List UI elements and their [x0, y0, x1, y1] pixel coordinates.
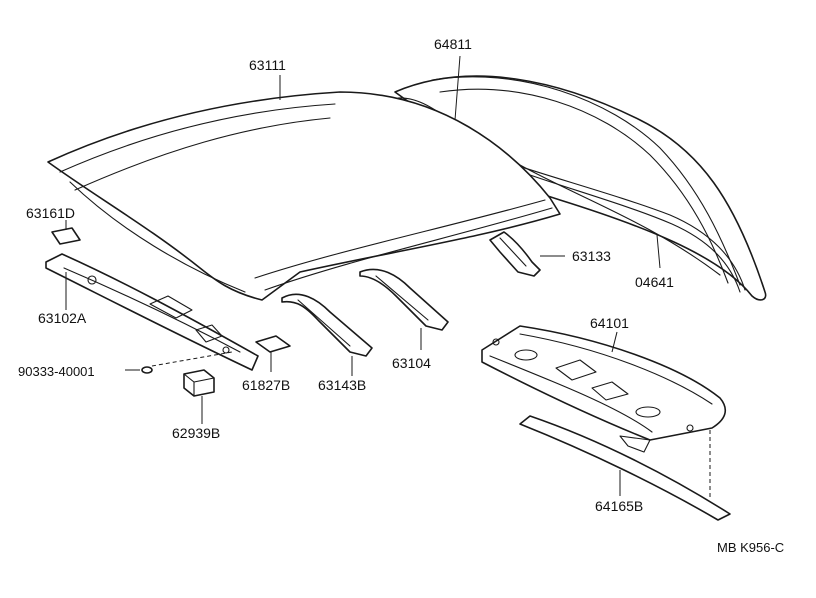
label-61827b: 61827B [242, 377, 290, 393]
label-04641: 04641 [635, 274, 674, 290]
label-64165b: 64165B [595, 498, 643, 514]
silencer-pad [255, 335, 291, 353]
diagram-code: MB K956-C [717, 540, 784, 555]
label-64811: 64811 [434, 36, 472, 52]
cushion-block [183, 369, 215, 397]
part-labels: 63111 64811 63161D 63133 04641 63102A 64… [18, 36, 784, 555]
label-62939b: 62939B [172, 425, 220, 441]
label-90333-40001: 90333-40001 [18, 364, 95, 379]
roof-panel [47, 91, 561, 301]
label-63143b: 63143B [318, 377, 366, 393]
label-63104: 63104 [392, 355, 431, 371]
tray-seal [519, 415, 731, 521]
label-63161d: 63161D [26, 205, 75, 221]
rear-weatherstrip [489, 231, 541, 277]
package-tray-panel [481, 325, 727, 453]
label-63133: 63133 [572, 248, 611, 264]
roof-bow-rear [359, 268, 449, 331]
window-weatherstrip [499, 159, 746, 293]
roof-bow-front [281, 293, 373, 357]
label-63102a: 63102A [38, 310, 87, 326]
spacer-pad [51, 227, 81, 245]
label-63111: 63111 [249, 57, 286, 73]
leader-lines [65, 55, 711, 500]
front-header-panel [45, 253, 259, 371]
label-64101: 64101 [590, 315, 629, 331]
clip [141, 366, 153, 374]
